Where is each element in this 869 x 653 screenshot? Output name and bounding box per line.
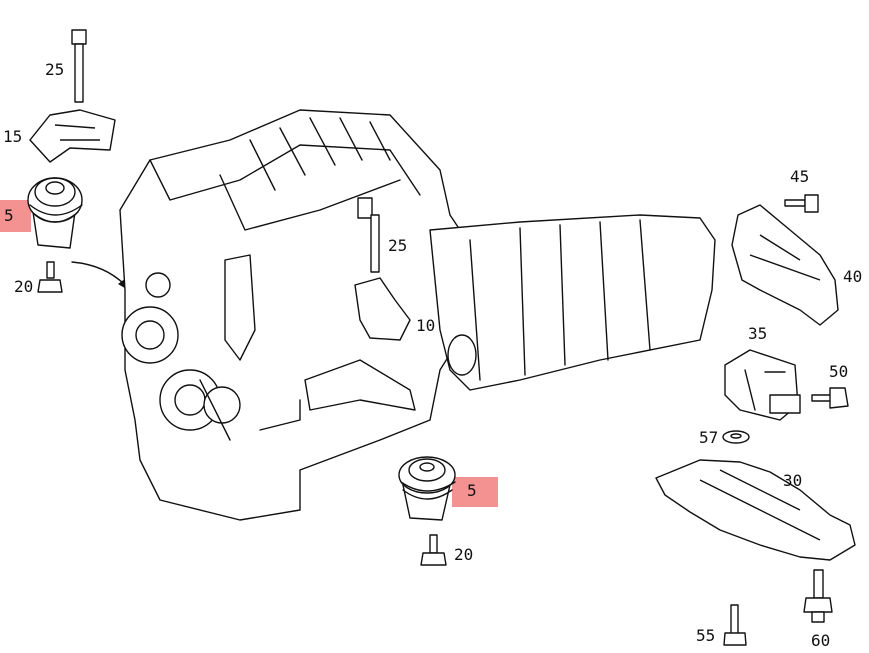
bolt-25-top-drawing — [71, 29, 87, 103]
bolt-45-drawing — [784, 194, 819, 213]
bolt-20-left-drawing — [37, 261, 63, 293]
callout-20-right[interactable]: 20 — [454, 545, 474, 564]
crossmember-30-drawing — [655, 459, 856, 561]
callout-15[interactable]: 15 — [3, 127, 23, 146]
callout-25-top[interactable]: 25 — [45, 60, 65, 79]
callout-20-left[interactable]: 20 — [14, 277, 34, 296]
callout-30[interactable]: 30 — [783, 471, 803, 490]
bolt-55-drawing — [723, 604, 747, 646]
callout-25-mid[interactable]: 25 — [388, 236, 408, 255]
callout-10[interactable]: 10 — [416, 316, 436, 335]
mount-35-drawing — [724, 349, 801, 421]
callout-50[interactable]: 50 — [829, 362, 849, 381]
callout-5-right[interactable]: 5 — [467, 481, 477, 500]
callout-40[interactable]: 40 — [843, 267, 863, 286]
bracket-10-drawing — [354, 277, 411, 341]
callout-35[interactable]: 35 — [748, 324, 768, 343]
direction-arrow — [71, 261, 126, 286]
engine-mount-5-right-drawing — [398, 456, 456, 521]
bolt-20-right-drawing — [420, 534, 447, 566]
callout-45[interactable]: 45 — [790, 167, 810, 186]
bracket-15-drawing — [29, 109, 116, 163]
bracket-40-drawing — [731, 204, 839, 326]
callout-57[interactable]: 57 — [699, 428, 719, 447]
highlight-part-5-right — [452, 477, 498, 507]
callout-55[interactable]: 55 — [696, 626, 716, 645]
callout-60[interactable]: 60 — [811, 631, 831, 650]
transmission-drawing — [429, 214, 716, 391]
bolt-60-drawing — [803, 569, 833, 623]
bolt-25-mid-drawing — [357, 197, 380, 273]
bolt-50-drawing — [811, 387, 849, 409]
highlight-part-5-left — [0, 200, 31, 232]
engine-mount-5-left-drawing — [27, 177, 83, 249]
engine-drawing — [119, 109, 471, 521]
washer-57-drawing — [722, 430, 750, 444]
callout-5-left[interactable]: 5 — [4, 206, 14, 225]
